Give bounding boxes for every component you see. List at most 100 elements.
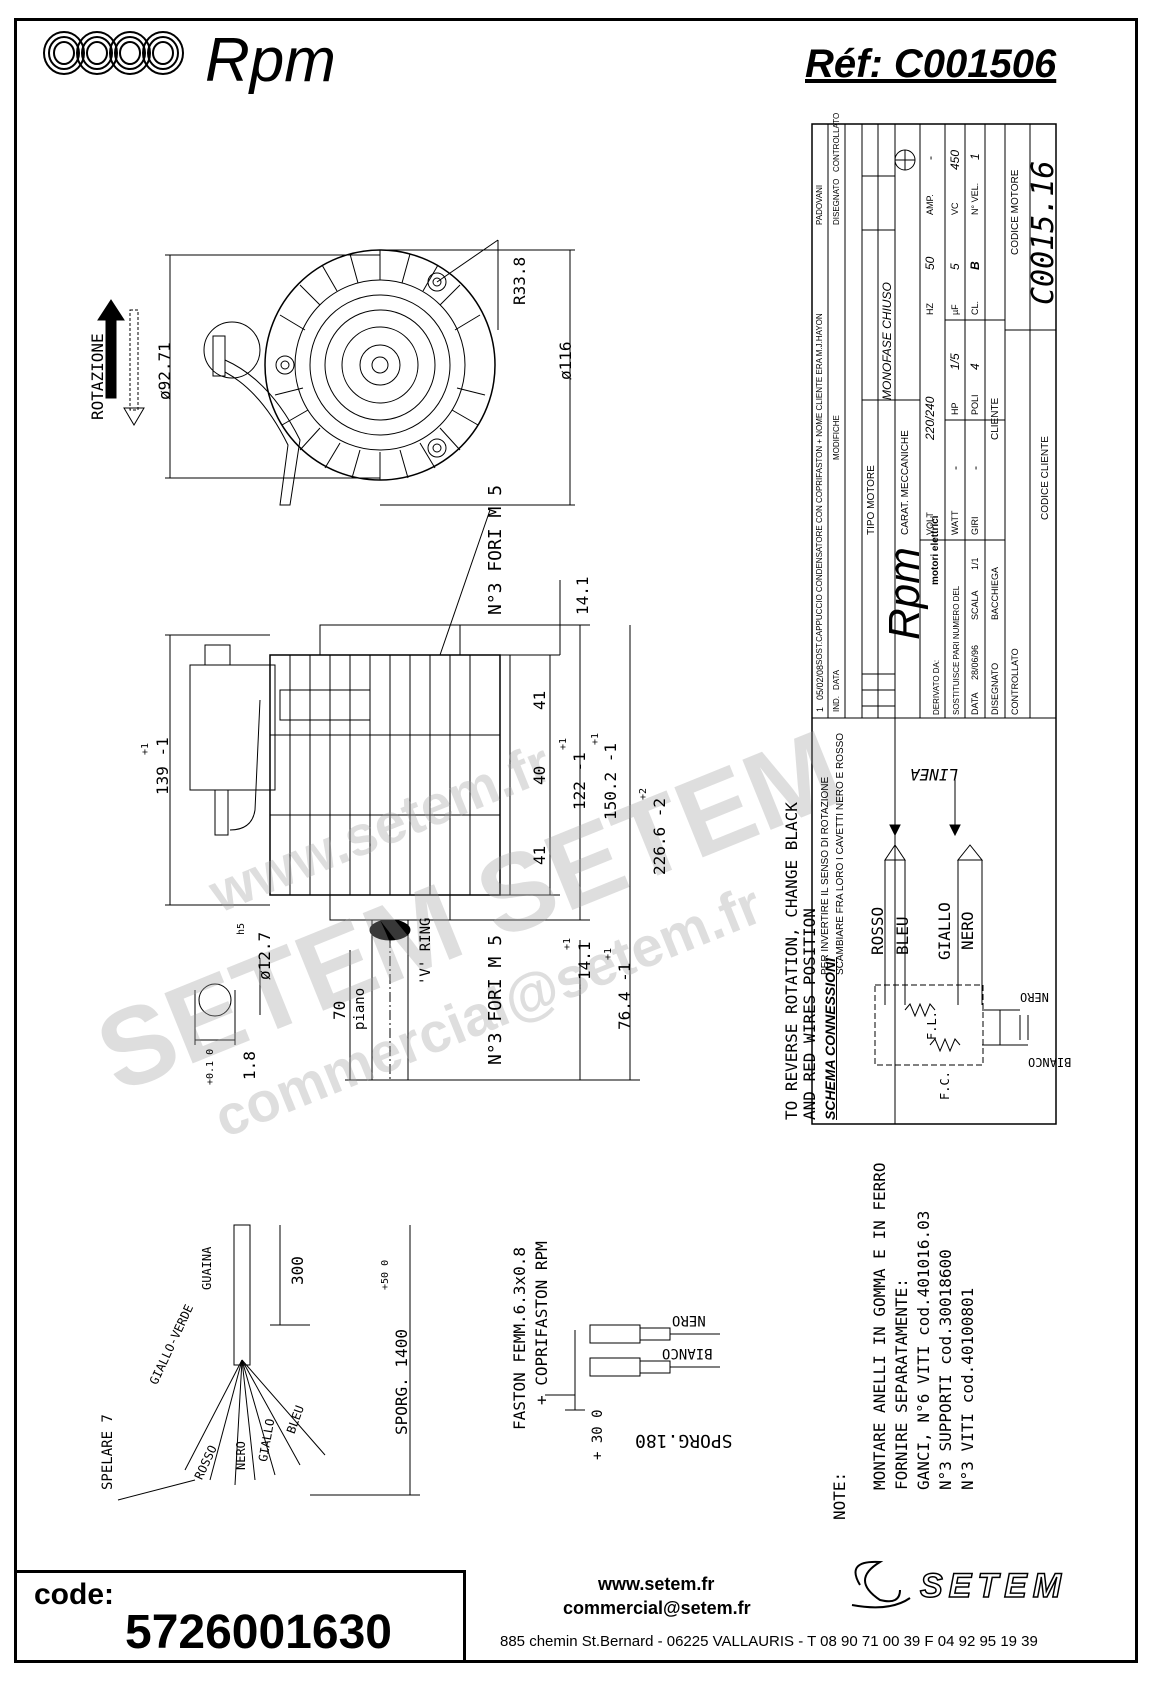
vc-label: VC [950,202,960,215]
wiring-bianco-r: BIANCO [1028,1055,1072,1069]
dim-2266: 226.6 -2 [650,797,669,875]
vc-value: 450 [948,149,962,170]
wiring-giallo: GIALLO [935,902,954,960]
footer-email[interactable]: commercial@setem.fr [563,1598,751,1618]
v-ring-label: 'V' RING [418,917,434,985]
dim-1502: 150.2 -1 [601,742,620,820]
nvel-value: 1 [968,153,982,160]
cl-value: B [968,261,982,270]
dim-41-bot: 41 [530,845,549,865]
faston-nero: NERO [672,1312,706,1328]
wire-label-nero: NERO [234,1441,248,1470]
schema-title: SCHEMA CONNESSIONI [822,957,838,1120]
notes-line-1: MONTARE ANELLI IN GOMMA E IN FERRO [870,1162,889,1490]
amp-value: - [923,156,937,160]
faston-sporg180: SPORG.180 [635,1430,733,1451]
rev-head-date: DATA [832,669,841,690]
data-label: DATA [970,692,980,715]
title-block-brand: Rpm [880,547,929,640]
dim-139: 139 -1 [153,737,172,795]
dim-300: 300 [288,1256,307,1285]
cliente-label: CLIENTE [990,397,1001,440]
volt-value: 220/240 [923,396,937,440]
reverse-note-1: TO REVERSE ROTATION, CHANGE BLACK [782,802,801,1120]
poli-label: POLI [970,394,980,415]
sporg-1400: SPORG. 1400 [392,1329,411,1435]
linea-label: LINEA [910,765,959,784]
footer-address: 885 chemin St.Bernard - 06225 VALLAURIS … [500,1633,1038,1650]
hp-label: HP [950,402,960,415]
uf-value: 5 [948,263,962,270]
notes-line-4: N°3 SUPPORTI cod.30018600 [936,1249,955,1490]
wiring-nero-r: NERO [1020,990,1049,1004]
faston-sporg180-tol: + 30 0 [590,1409,606,1460]
hp-value: 1/5 [948,353,962,370]
notes-line-3: GANCI, N°6 VITI cod.401016.03 [914,1210,933,1490]
dim-d116: ø116 [556,341,575,380]
wiring-fl: F.L. [925,1011,939,1040]
footer-website[interactable]: www.setem.fr [598,1574,715,1594]
brand-name: Rpm [205,26,336,95]
dim-70: 70 [330,1000,349,1020]
dim-141-bot-tol: +1 [562,937,573,950]
piano-label: piano [352,987,368,1030]
holes-bot-label: N°3 FORI M 5 [485,934,506,1065]
faston-label-1: FASTON FEMM.6.3x0.8 [510,1246,529,1430]
disegnato-label: DISEGNATO [990,662,1000,715]
dim-41-top: 41 [530,690,549,710]
scala-value: 1/1 [970,557,980,570]
dim-r338: R33.8 [510,256,529,305]
dim-h5: h5 [236,922,247,935]
cl-label: CL. [970,300,980,315]
notes-line-2: FORNIRE SEPARATAMENTE: [892,1278,911,1490]
invert-note-1: PER INVERTIRE IL SENSO DI ROTAZIONE [820,776,831,975]
dim-18: 1.8 [240,1051,259,1080]
data-value: 28/06/96 [970,644,980,680]
rev-head-ind: IND. [832,696,841,712]
hz-value: 50 [923,256,937,270]
codice-cliente-label: CODICE CLIENTE [1040,436,1051,520]
codice-motore-value: C0015.16 [1026,160,1061,306]
dim-122: 122 -1 [570,752,589,810]
dim-122-tol: +1 [558,737,569,750]
sporg-1400-tol: +50 0 [380,1259,391,1290]
dim-141-top: 14.1 [573,576,592,615]
disegnato-value: BACCHIEGA [990,566,1000,620]
code-value: 5726001630 [125,1606,392,1659]
giri-label: GIRI [970,516,980,535]
guaina-label: GUAINA [200,1246,214,1290]
wiring-nero: NERO [958,911,977,950]
rev1-ind: 1 [815,706,825,712]
volt-label: VOLT [925,512,935,535]
reference-number: Réf: C001506 [805,42,1057,86]
rev1-date: 05/02/08 [815,664,825,700]
tipo-motore-value: MONOFASE CHIUSO [880,282,894,400]
giri-value: - [968,466,982,470]
codice-motore-label: CODICE MOTORE [1010,169,1021,255]
dim-d127: ø12.7 [255,931,274,980]
dim-764: 76.4 -1 [615,962,634,1030]
tipo-motore-label: TIPO MOTORE [866,465,877,535]
dim-139-tol: +1 [140,742,151,755]
invert-note-2: SCAMBIARE FRA LORO I CAVETTI NERO E ROSS… [835,732,846,975]
rev-head-controllato: CONTROLLATO [832,112,841,172]
rotation-label: ROTAZIONE [88,333,107,420]
code-label: code: [34,1578,115,1611]
drawing-frame [14,18,1138,1663]
uf-label: µF [950,304,960,315]
faston-bianco: BIANCO [662,1345,713,1361]
hz-label: HZ [925,303,935,315]
wiring-rosso: ROSSO [868,906,887,955]
holes-top-label: N°3 FORI M 5 [485,484,506,615]
carat-label: CARAT. MECCANICHE [900,430,911,535]
rev-head-disegnato: DISEGNATO [832,178,841,225]
rev1-desc: SOST.CAPPUCCIO CONDENSATORE CON COPRIFAS… [815,313,824,665]
dim-d9271: ø92.71 [155,342,174,400]
derivato-label: DERIVATO DA: [932,659,941,715]
notes-line-5: N°3 VITI cod.40100801 [958,1287,977,1490]
dim-18-tol: +0.1 0 [205,1048,216,1085]
dim-1502-tol: +1 [590,732,601,745]
reverse-note-2: AND RED WIRES POSITION [800,908,819,1120]
rev-head-modifiche: MODIFICHE [832,415,841,460]
